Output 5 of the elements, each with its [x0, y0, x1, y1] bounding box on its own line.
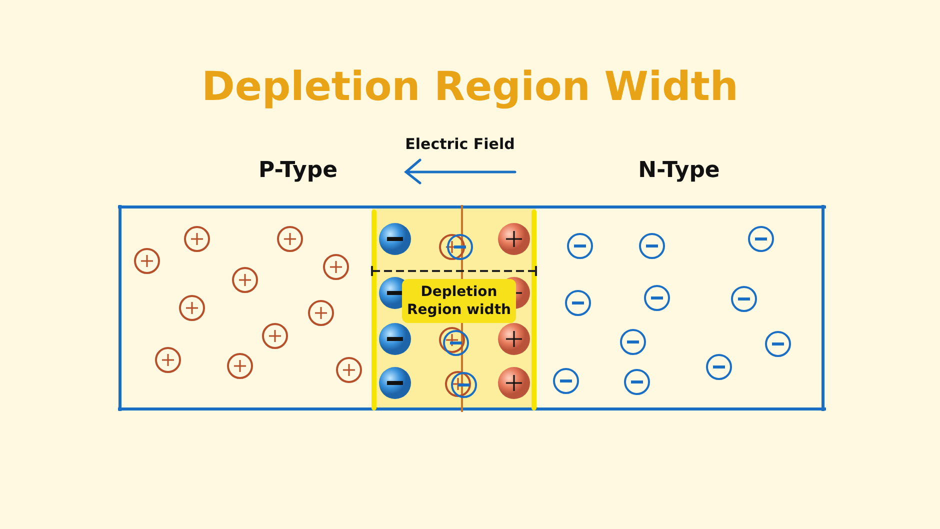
badge-text: Depletion Region width [406, 282, 512, 320]
label: Electric Field [404, 135, 516, 153]
label: P-Type [257, 158, 339, 183]
title: Depletion Region Width [200, 64, 740, 110]
label: N-Type [637, 158, 721, 183]
